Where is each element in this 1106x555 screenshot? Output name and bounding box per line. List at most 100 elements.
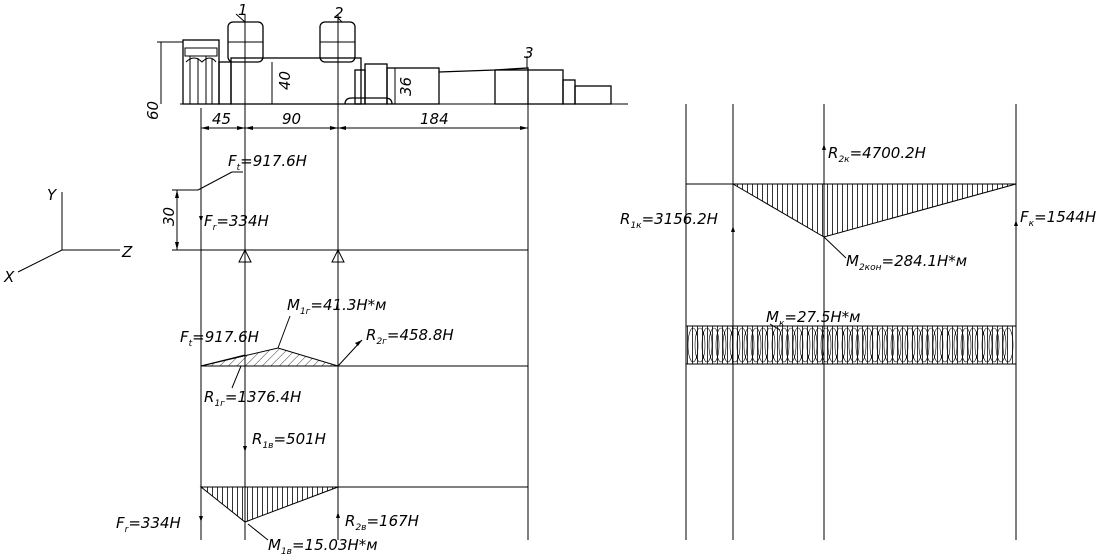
svg-text:Ft=917.6H: Ft=917.6H bbox=[228, 152, 307, 173]
loading-scheme bbox=[172, 171, 528, 263]
label-r1k: R1к=3156.2H bbox=[620, 210, 718, 231]
shaft-drawing bbox=[180, 13, 628, 110]
svg-text:40: 40 bbox=[276, 71, 294, 90]
coil-loop bbox=[813, 327, 825, 363]
coil-loop bbox=[883, 327, 895, 363]
coil-loop bbox=[757, 327, 769, 363]
dimension-40: 40 bbox=[271, 62, 294, 104]
svg-text:M1в=15.03H*м: M1в=15.03H*м bbox=[268, 536, 378, 555]
svg-text:M1г=41.3H*м: M1г=41.3H*м bbox=[287, 296, 386, 317]
coil-loop bbox=[792, 327, 804, 363]
coil-loop bbox=[743, 327, 755, 363]
coil-loop bbox=[729, 327, 741, 363]
coil-loop bbox=[841, 327, 853, 363]
coil-loop bbox=[785, 327, 797, 363]
label-r1v: R1в=501H bbox=[252, 430, 326, 451]
svg-text:R2к=4700.2H: R2к=4700.2H bbox=[828, 144, 926, 165]
coil-loop bbox=[687, 327, 699, 363]
coil-loop bbox=[848, 327, 860, 363]
coil-loop bbox=[995, 327, 1007, 363]
dimension-36: 36 bbox=[394, 68, 415, 104]
torque-coils bbox=[687, 327, 1014, 363]
dimension-60: 60 bbox=[144, 41, 183, 120]
coil-loop bbox=[764, 327, 776, 363]
svg-text:36: 36 bbox=[397, 77, 415, 96]
coil-loop bbox=[862, 327, 874, 363]
bearing-1-label: 1 bbox=[238, 1, 248, 19]
coil-loop bbox=[750, 327, 762, 363]
svg-text:R2г=458.8H: R2г=458.8H bbox=[366, 326, 454, 347]
dim-30-label: 30 bbox=[160, 207, 178, 226]
moment-diagram-horizontal bbox=[200, 315, 528, 389]
label-m1g: M1г=41.3H*м bbox=[287, 296, 386, 317]
svg-text:60: 60 bbox=[144, 101, 162, 120]
svg-text:R2в=167H: R2в=167H bbox=[345, 512, 419, 533]
moment-diagram-cantilever bbox=[731, 183, 1017, 238]
dim-45-label: 45 bbox=[212, 110, 231, 128]
coil-loop bbox=[799, 327, 811, 363]
svg-text:Ft=917.6H: Ft=917.6H bbox=[180, 328, 259, 349]
bearing-2-label: 2 bbox=[334, 4, 344, 22]
label-r2k: R2к=4700.2H bbox=[828, 144, 926, 165]
coil-loop bbox=[827, 327, 839, 363]
right-diagram bbox=[685, 104, 1018, 540]
coil-loop bbox=[1002, 327, 1014, 363]
label-m2kon: M2кон=284.1H*м bbox=[846, 252, 967, 273]
support-1-icon bbox=[238, 248, 252, 263]
axis-y-label: Y bbox=[47, 186, 58, 204]
coil-loop bbox=[778, 327, 790, 363]
coil-loop bbox=[771, 327, 783, 363]
coil-loop bbox=[708, 327, 720, 363]
coil-loop bbox=[946, 327, 958, 363]
dimension-chain bbox=[200, 104, 529, 540]
coil-loop bbox=[897, 327, 909, 363]
label-fk: Fк=1544H bbox=[1020, 208, 1096, 229]
coil-loop bbox=[876, 327, 888, 363]
shaft-left-end bbox=[182, 39, 220, 105]
label-ft-top: Ft=917.6H bbox=[228, 152, 307, 173]
coil-loop bbox=[694, 327, 706, 363]
coil-loop bbox=[701, 327, 713, 363]
coil-loop bbox=[911, 327, 923, 363]
coil-loop bbox=[904, 327, 916, 363]
svg-text:Fr=334H: Fr=334H bbox=[204, 212, 269, 233]
coil-loop bbox=[974, 327, 986, 363]
dim-184-label: 184 bbox=[420, 110, 449, 128]
coil-loop bbox=[939, 327, 951, 363]
coil-loop bbox=[820, 327, 832, 363]
svg-text:Mк=27.5H*м: Mк=27.5H*м bbox=[766, 308, 860, 329]
coil-loop bbox=[722, 327, 734, 363]
coil-loop bbox=[890, 327, 902, 363]
coil-loop bbox=[715, 327, 727, 363]
label-m1v: M1в=15.03H*м bbox=[268, 536, 378, 555]
coil-loop bbox=[925, 327, 937, 363]
coil-loop bbox=[855, 327, 867, 363]
shaft-middle-section bbox=[230, 57, 362, 105]
label-ft-mid: Ft=917.6H bbox=[180, 328, 259, 349]
axis-x-label: X bbox=[3, 268, 15, 286]
coordinate-axes-icon bbox=[17, 192, 120, 273]
svg-text:R1в=501H: R1в=501H bbox=[252, 430, 326, 451]
coil-loop bbox=[806, 327, 818, 363]
coil-loop bbox=[736, 327, 748, 363]
svg-text:Fr=334H: Fr=334H bbox=[116, 514, 181, 535]
coil-loop bbox=[932, 327, 944, 363]
coil-loop bbox=[918, 327, 930, 363]
svg-text:R1к=3156.2H: R1к=3156.2H bbox=[620, 210, 718, 231]
axis-z-label: Z bbox=[121, 243, 133, 261]
label-r2v: R2в=167H bbox=[345, 512, 419, 533]
label-r1g: R1г=1376.4H bbox=[204, 388, 301, 409]
coil-loop bbox=[981, 327, 993, 363]
coil-loop bbox=[953, 327, 965, 363]
label-fr-bottom: Fr=334H bbox=[116, 514, 181, 535]
coil-loop bbox=[960, 327, 972, 363]
support-2-icon bbox=[331, 248, 345, 263]
coil-loop bbox=[834, 327, 846, 363]
point-3-label: 3 bbox=[524, 44, 534, 62]
coil-loop bbox=[967, 327, 979, 363]
label-mk: Mк=27.5H*м bbox=[766, 308, 860, 329]
coil-loop bbox=[988, 327, 1000, 363]
label-r2g: R2г=458.8H bbox=[366, 326, 454, 347]
coil-loop bbox=[869, 327, 881, 363]
dim-90-label: 90 bbox=[282, 110, 301, 128]
